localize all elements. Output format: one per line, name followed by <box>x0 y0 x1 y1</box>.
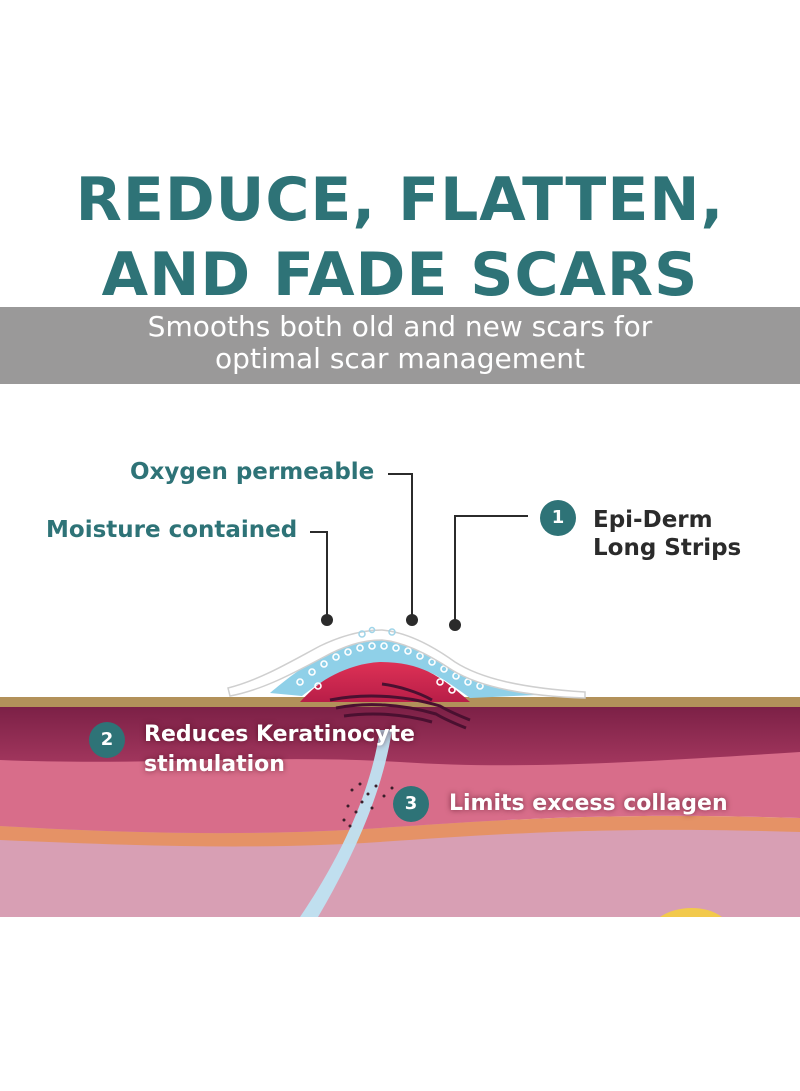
banner-line-2: optimal scar management <box>215 342 585 375</box>
product-dot <box>449 619 461 631</box>
callout-badge-1: 1 <box>540 500 576 536</box>
product-name-line-1: Epi-Derm <box>593 507 713 533</box>
oxygen-leader-line <box>388 473 413 618</box>
keratinocyte-line-2: stimulation <box>144 752 285 777</box>
callout-dots <box>321 614 461 631</box>
silicone-sheet-outer <box>227 629 586 699</box>
headline: REDUCE, FLATTEN, AND FADE SCARS <box>0 163 800 313</box>
collagen-label: Limits excess collagen <box>449 791 728 816</box>
fat-band <box>0 815 800 847</box>
keratinocyte-label: Reduces Keratinocyte stimulation <box>144 720 415 780</box>
fat-cell <box>660 907 722 917</box>
subtitle-banner <box>0 307 800 384</box>
product-name-line-2: Long Strips <box>593 535 742 561</box>
banner-line-1: Smooths both old and new scars for <box>147 310 653 343</box>
scar-ridges <box>329 682 471 730</box>
moisture-leader-line <box>310 531 328 618</box>
keratinocyte-line-1: Reduces Keratinocyte <box>144 722 415 747</box>
collagen-dots <box>342 782 394 828</box>
headline-line-1: REDUCE, FLATTEN, <box>75 165 725 235</box>
sheet-bubbles-top <box>358 626 396 638</box>
subtitle-banner-text: Smooths both old and new scars for optim… <box>0 311 800 375</box>
product-name-label: Epi-Derm Long Strips <box>593 506 741 562</box>
oxygen-permeable-label: Oxygen permeable <box>130 459 375 485</box>
oxygen-dot <box>406 614 418 626</box>
diffusion-stream <box>300 730 392 917</box>
moisture-contained-label: Moisture contained <box>46 517 298 543</box>
callout-badge-3: 3 <box>393 786 429 822</box>
callout-leader-lines <box>310 473 528 622</box>
dermis-upper-layer <box>0 704 800 766</box>
product-leader-line <box>454 515 528 622</box>
callout-badge-2: 2 <box>89 722 125 758</box>
gel-bubbles <box>296 642 484 694</box>
headline-line-2: AND FADE SCARS <box>101 240 699 310</box>
moisture-dot <box>321 614 333 626</box>
